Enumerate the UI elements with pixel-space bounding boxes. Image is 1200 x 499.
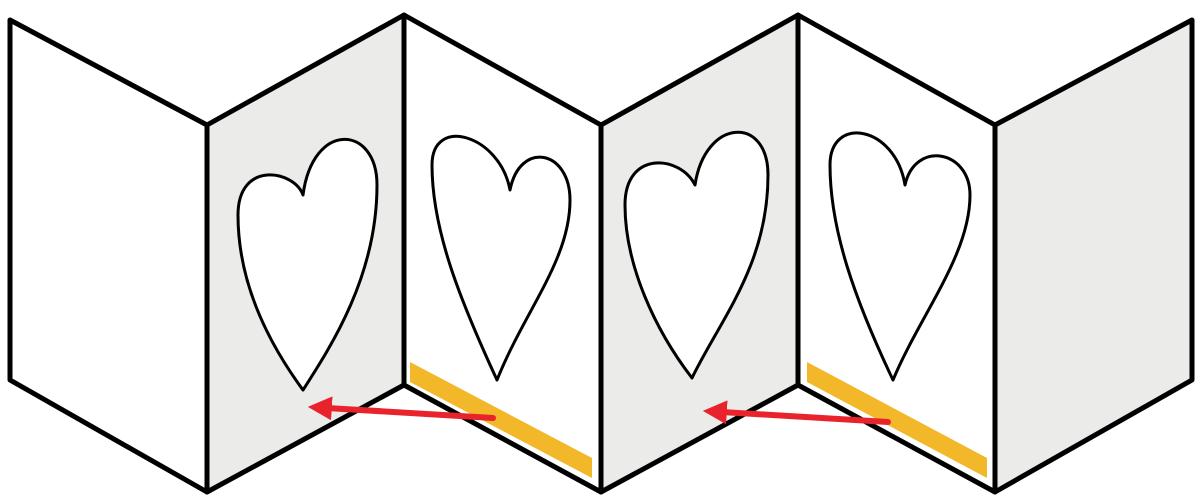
panels-group <box>10 15 1192 492</box>
panel-1 <box>10 20 207 492</box>
panel-6 <box>995 20 1192 492</box>
